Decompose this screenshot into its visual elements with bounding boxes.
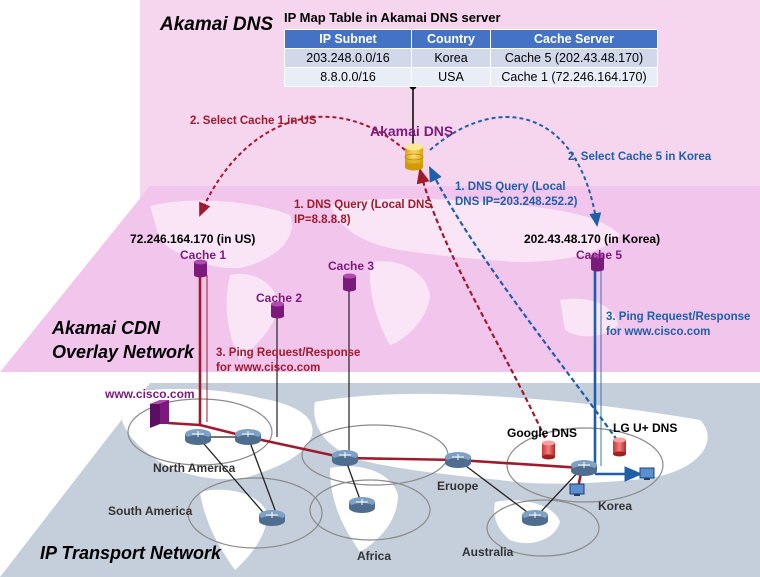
step-ping-kr-label-1: 3. Ping Request/Response <box>606 311 750 323</box>
table-cell: Korea <box>411 48 491 68</box>
cache1-ip-label: 72.246.164.170 (in US) <box>130 232 255 246</box>
header-country: Country <box>411 29 491 49</box>
ip-map-table-header: IP Subnet Country Cache Server <box>284 29 658 49</box>
region-south-america-circle <box>187 477 323 549</box>
router-na-2 <box>235 429 261 445</box>
table-cell: USA <box>411 67 491 87</box>
client-pc-icon-1 <box>569 483 585 496</box>
arrow-query-lg-dns <box>429 166 618 441</box>
header-ip-subnet: IP Subnet <box>284 29 412 49</box>
table-row: 8.8.0.0/16 USA Cache 1 (72.246.164.170) <box>284 67 658 87</box>
step-ping-us-label-2: for www.cisco.com <box>216 362 320 374</box>
step-query-lg-label-2: DNS IP=203.248.252.2) <box>455 196 578 208</box>
google-dns-label: Google DNS <box>507 426 577 440</box>
region-korea-circle <box>506 427 664 503</box>
layer-title-transport: IP Transport Network <box>40 543 222 563</box>
router-sa <box>259 510 285 526</box>
cache3-label: Cache 3 <box>328 259 374 273</box>
lg-dns-server-icon <box>613 437 626 457</box>
ip-map-table: IP Subnet Country Cache Server 203.248.0… <box>284 29 658 87</box>
cache5-ip-label: 202.43.48.170 (in Korea) <box>524 232 660 246</box>
step-ping-kr-label-2: for www.cisco.com <box>606 326 710 338</box>
cisco-label: www.cisco.com <box>104 387 195 401</box>
router-korea <box>571 460 597 476</box>
region-europe-label: Eruope <box>437 479 479 493</box>
table-cell: 203.248.0.0/16 <box>284 48 412 68</box>
region-north-america-label: North America <box>153 461 236 475</box>
router-africa <box>349 497 375 513</box>
table-row: 203.248.0.0/16 Korea Cache 5 (202.43.48.… <box>284 48 658 68</box>
akamai-dns-server-icon <box>404 143 424 171</box>
ip-map-table-title: IP Map Table in Akamai DNS server <box>284 10 501 25</box>
region-africa-label: Africa <box>357 549 391 563</box>
layer-title-cdn-1: Akamai CDN <box>51 318 161 338</box>
google-dns-server-icon <box>542 440 555 460</box>
cache3-icon <box>343 273 356 292</box>
akamai-dns-label: Akamai DNS <box>370 123 453 139</box>
client-pc-icon-2 <box>639 467 655 480</box>
region-australia-circle <box>486 499 600 557</box>
step-query-google-label-2: IP=8.8.8.8) <box>294 214 351 226</box>
region-africa-circle <box>309 479 431 541</box>
step-ping-us-label-1: 3. Ping Request/Response <box>216 347 360 359</box>
cache5-icon <box>591 253 604 272</box>
layer-title-cdn-2: Overlay Network <box>52 342 195 362</box>
cache2-icon <box>271 301 284 319</box>
lg-dns-label: LG U+ DNS <box>613 421 677 435</box>
router-australia <box>522 510 548 526</box>
table-cell: Cache 5 (202.43.48.170) <box>490 48 658 68</box>
cache5-label: Cache 5 <box>576 248 622 262</box>
router-eu-2 <box>445 452 471 468</box>
cache-icons <box>194 253 604 319</box>
region-australia-label: Australia <box>462 545 514 559</box>
header-cache-server: Cache Server <box>490 29 658 49</box>
arrow-select-cache5 <box>429 116 602 227</box>
step-select-cache5-label: 2. Select Cache 5 in Korea <box>568 151 712 163</box>
router-eu-1 <box>332 450 358 466</box>
cdn-world-map <box>150 198 620 360</box>
arrow-query-google-dns <box>416 167 546 439</box>
router-na-1 <box>185 429 211 445</box>
step-query-google-label-1: 1. DNS Query (Local DNS <box>294 199 432 211</box>
cache1-label: Cache 1 <box>180 248 226 262</box>
cisco-server-icon <box>150 400 169 428</box>
region-south-america-label: South America <box>108 504 193 518</box>
step-select-cache1-label: 2. Select Cache 1 in US <box>190 115 317 127</box>
table-cell: Cache 1 (72.246.164.170) <box>490 67 658 87</box>
table-cell: 8.8.0.0/16 <box>284 67 412 87</box>
arrow-select-cache1 <box>199 115 406 217</box>
step-query-lg-label-1: 1. DNS Query (Local <box>455 181 566 193</box>
cache2-label: Cache 2 <box>256 291 302 305</box>
layer-title-dns: Akamai DNS <box>159 14 273 35</box>
cache1-icon <box>194 259 207 278</box>
region-korea-label: Korea <box>598 499 632 513</box>
routers <box>185 429 597 526</box>
